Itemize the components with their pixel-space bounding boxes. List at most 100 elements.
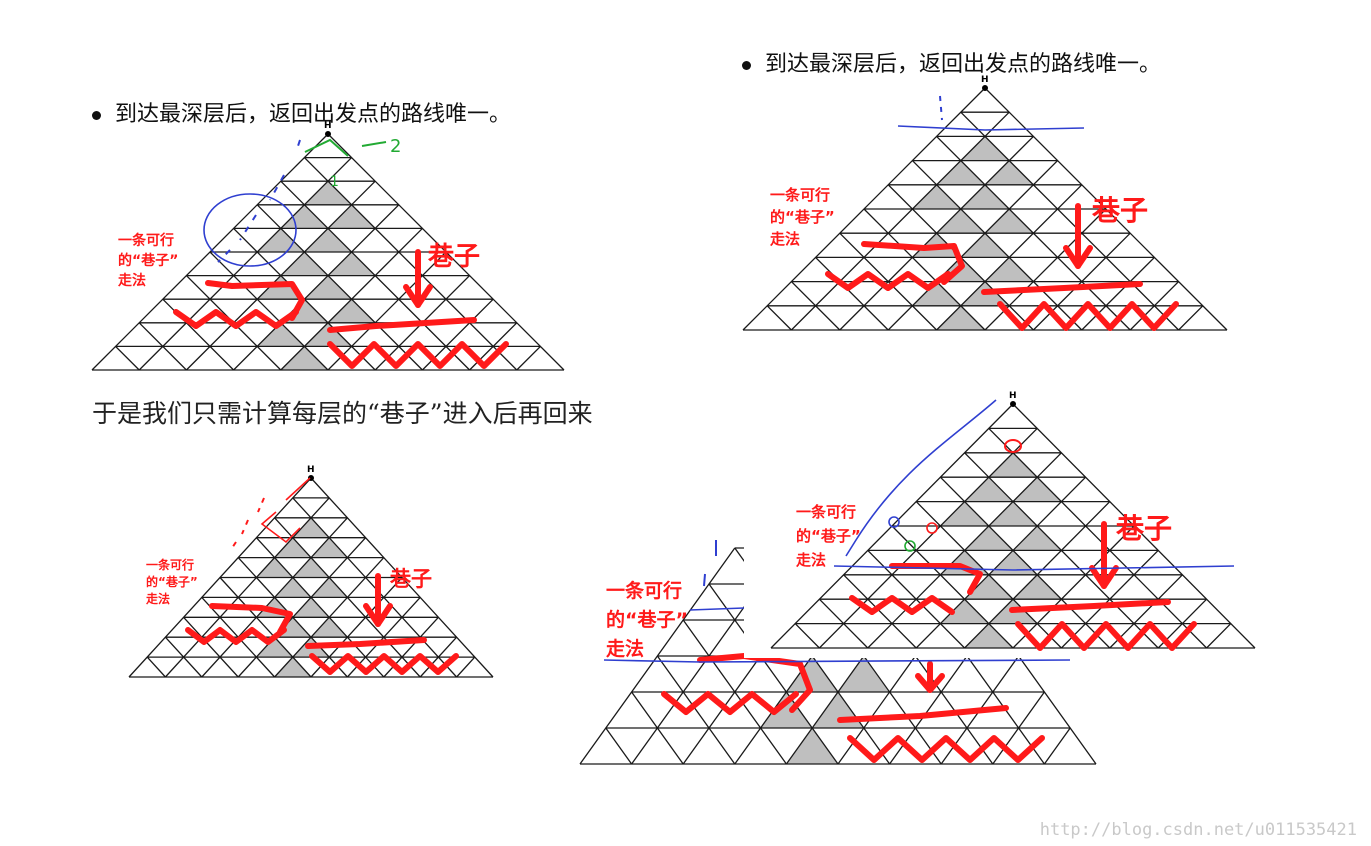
alley-arrow-head [915, 673, 945, 693]
grid-line [939, 476, 1111, 649]
blue-dashes [703, 540, 717, 587]
shaded-cell [988, 452, 1038, 478]
grid-line [256, 204, 423, 371]
grid-line [708, 583, 839, 765]
grid-line [456, 656, 476, 678]
bullet-text: 到达最深层后，返回出发点的路线唯一。 [115, 102, 512, 127]
route-bar [981, 281, 1143, 295]
way-label: 的“巷子” [770, 208, 835, 226]
shaded-cell [936, 160, 985, 185]
grid-line [115, 345, 140, 371]
grid-line [766, 305, 792, 331]
shaded-cell [311, 577, 348, 598]
shaded-cell [964, 477, 1013, 502]
grid-line [656, 655, 736, 765]
way-label: 一条可行 [146, 557, 194, 572]
route-upper [889, 563, 983, 595]
grid-line [605, 727, 633, 765]
grid-line [1206, 623, 1232, 649]
shaded-cell [311, 537, 348, 558]
shaded-cell [936, 305, 985, 330]
route-lower [661, 691, 799, 715]
grid-line [419, 636, 458, 678]
shaded-cell [812, 692, 864, 728]
grid-line [146, 656, 166, 678]
route-bar [305, 637, 427, 649]
grid-line [1178, 305, 1204, 331]
annotation-number: 2 [390, 136, 401, 157]
red-thin-mark [260, 477, 311, 544]
shaded-cell [274, 657, 311, 677]
shaded-cell [274, 537, 311, 558]
blue-circle [203, 193, 297, 267]
shaded-cell [786, 656, 838, 692]
way-label: 走法 [606, 637, 644, 660]
way-label: 走法 [118, 272, 146, 289]
shaded-cell [328, 204, 376, 229]
bullet-text-right: 到达最深层后，返回出发点的路线唯一。 [742, 46, 1282, 78]
grid-line [988, 427, 1208, 649]
blue-curve [845, 399, 997, 557]
red-circle [926, 522, 938, 534]
shaded-cell [1013, 574, 1062, 600]
grid-line [631, 691, 684, 765]
red-circle [1004, 439, 1022, 453]
alley-label: 巷子 [389, 567, 432, 591]
way-label: 的“巷子” [606, 608, 688, 631]
green-circle [904, 540, 916, 552]
route-bar [1009, 599, 1171, 613]
way-label: 一条可行 [796, 503, 856, 521]
alley-label: 巷子 [1115, 512, 1172, 545]
shaded-cell [985, 209, 1034, 234]
blue-dashes [217, 139, 301, 263]
grid-line [164, 636, 203, 678]
shaded-cell [1013, 526, 1062, 551]
grid-line [911, 160, 1083, 331]
shaded-cell [988, 501, 1038, 526]
apex-letter: H [307, 465, 315, 475]
grid-line [960, 111, 1180, 331]
alley-label: 巷子 [1091, 194, 1148, 227]
shaded-cell [328, 252, 376, 276]
blue-line [689, 607, 745, 611]
grid-line [682, 619, 787, 765]
grid-line [310, 577, 403, 678]
grid-line [183, 616, 239, 678]
bullet-text-left: 到达最深层后，返回出发点的路线唯一。 [92, 96, 612, 128]
route-bar [837, 705, 1009, 723]
shaded-cell [257, 228, 305, 252]
grid-line [327, 251, 447, 371]
shaded-cell [985, 160, 1034, 185]
blue-dashes [939, 95, 943, 121]
grid-line [1109, 574, 1183, 649]
shaded-cell [940, 501, 989, 526]
apex-dot [1010, 401, 1016, 407]
grid-line [1012, 525, 1135, 649]
route-zig [1015, 621, 1197, 651]
pyramid-top-left: H [91, 121, 565, 371]
grid-line [843, 574, 917, 649]
shaded-cell [256, 557, 293, 578]
shaded-cell [960, 233, 1010, 258]
blue-line [603, 659, 1071, 663]
grid-line [818, 598, 869, 649]
blue-circle [888, 516, 900, 528]
alley-label: 巷子 [427, 242, 480, 272]
shaded-cell [280, 204, 328, 229]
pyramid-top-right: H [742, 75, 1228, 331]
shaded-cell [304, 275, 352, 300]
grid-line [887, 160, 1059, 331]
shaded-cell [936, 209, 985, 234]
shaded-cell [760, 692, 813, 728]
blue-line [897, 125, 1085, 131]
shaded-cell [1013, 477, 1062, 502]
shaded-cell [304, 181, 352, 205]
apex-letter: H [324, 121, 332, 131]
grid-line [863, 208, 986, 331]
bullet-dot [92, 110, 101, 120]
route-lower [185, 627, 287, 645]
way-label: 一条可行 [606, 579, 682, 602]
alley-arrow-head [1089, 565, 1119, 589]
alley-arrow-head [403, 284, 433, 308]
